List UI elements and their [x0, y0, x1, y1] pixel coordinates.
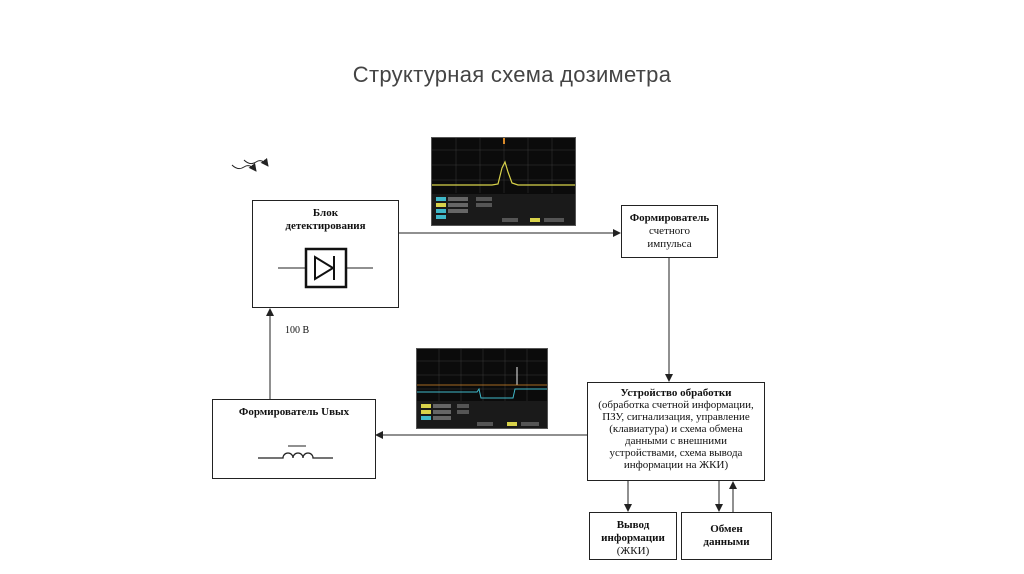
page-title: Структурная схема дозиметра	[352, 62, 672, 87]
diode-icon	[278, 247, 373, 289]
oscilloscope-trace-2	[417, 349, 547, 428]
data-exchange-block: Обмен данными	[681, 512, 772, 560]
processor-line: (клавиатура) и схема обмена	[609, 423, 743, 435]
shaper-label-3: импульса	[647, 238, 692, 250]
processor-line: (обработка счетной информации,	[598, 399, 754, 411]
detector-label-1: Блок	[312, 207, 339, 219]
inductor-icon	[258, 445, 333, 459]
shaper-label-bold: Формирователь	[629, 212, 710, 224]
detector-label-2: детектирования	[285, 220, 366, 232]
display-label-1: Вывод	[616, 519, 650, 531]
oscilloscope-trace-1	[432, 138, 575, 225]
uout-label: Формирователь Uвых	[238, 406, 350, 418]
voltage-label: 100 В	[285, 325, 310, 336]
exchange-label-2: данными	[703, 536, 750, 548]
pulse-shaper-block: Формирователь счетного импульса	[621, 205, 718, 258]
processor-line: ПЗУ, сигнализация, управление	[602, 411, 750, 423]
processor-title: Устройство обработки	[620, 387, 732, 399]
processor-line: данными с внешними	[625, 435, 727, 447]
output-voltage-shaper-block: Формирователь Uвых	[212, 399, 376, 479]
processor-line: устройствами, схема вывода	[609, 447, 743, 459]
oscilloscope-screenshot-1	[431, 137, 576, 226]
display-output-block: Вывод информации (ЖКИ)	[589, 512, 677, 560]
detector-block: Блок детектирования	[252, 200, 399, 308]
display-label-2: информации	[601, 532, 665, 544]
processor-line: информации на ЖКИ)	[623, 459, 729, 471]
oscilloscope-screenshot-2	[416, 348, 548, 429]
radiation-icon	[231, 158, 269, 172]
processing-unit-block: Устройство обработки (обработка счетной …	[587, 382, 765, 481]
display-label-3: (ЖКИ)	[616, 545, 650, 557]
shaper-label-2: счетного	[648, 225, 690, 237]
exchange-label-1: Обмен	[710, 523, 743, 535]
